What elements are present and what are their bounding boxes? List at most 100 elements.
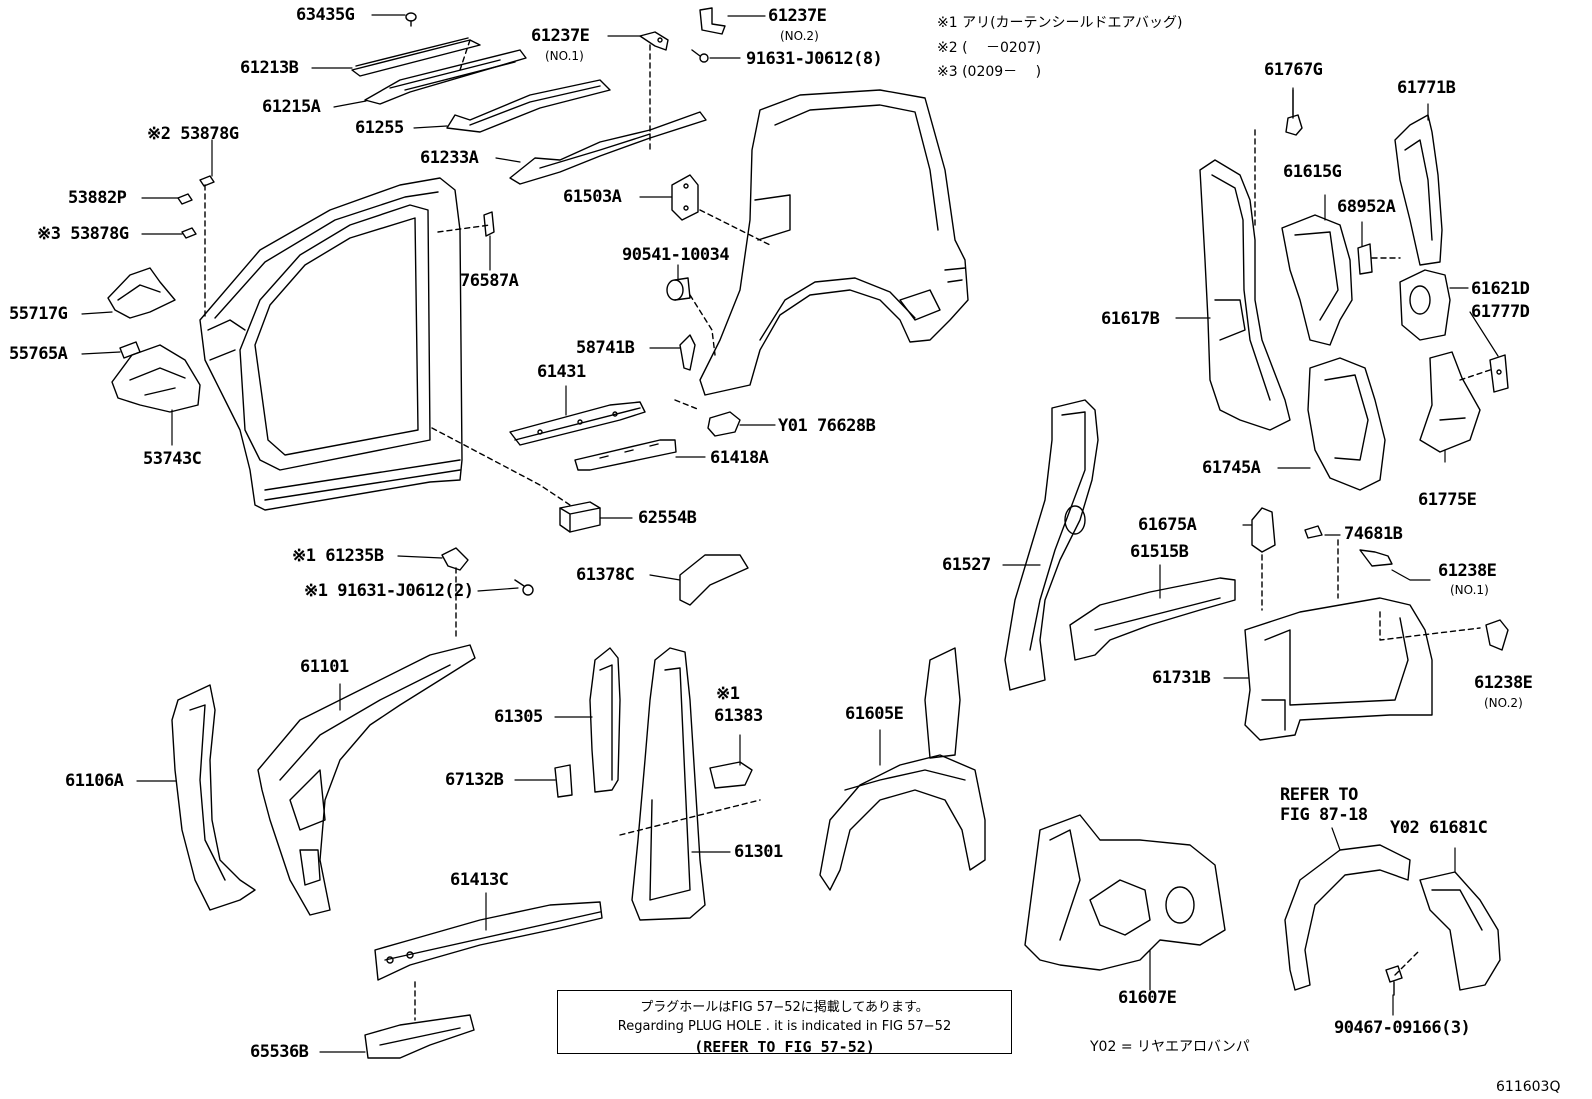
pillar-61101-part <box>257 644 476 916</box>
part-label-74681B[interactable]: 74681B <box>1344 524 1403 544</box>
rail-61413C-part <box>374 901 603 981</box>
part-sub-no2-a: (NO.2) <box>780 29 819 43</box>
part-label-61301[interactable]: 61301 <box>734 842 783 862</box>
part-label-61237E-no1[interactable]: 61237E <box>531 26 590 46</box>
part-label-61503A[interactable]: 61503A <box>563 187 622 207</box>
bracket-61238E-no1-part <box>1359 549 1393 567</box>
part-label-61605E[interactable]: 61605E <box>845 704 904 724</box>
part-sub-no2-b: (NO.2) <box>1484 696 1523 710</box>
part-label-61607E[interactable]: 61607E <box>1118 988 1177 1008</box>
part-label-61767G[interactable]: 61767G <box>1264 60 1323 80</box>
bracket-61675A-part <box>1251 507 1276 553</box>
part-label-61515B[interactable]: 61515B <box>1130 542 1189 562</box>
wheelhouse-liner-part <box>1284 844 1411 991</box>
sill-61431-part <box>509 401 646 446</box>
part-label-fig-87-18[interactable]: FIG 87-18 <box>1280 805 1368 825</box>
bracket-76628B-part <box>707 411 741 437</box>
clip-67132B-part <box>554 764 573 798</box>
clip-55765A-part <box>119 341 141 359</box>
part-label-55717G[interactable]: 55717G <box>9 304 68 324</box>
wheelhouse-61607E-part <box>1024 814 1226 971</box>
pillar-61527-part <box>1004 399 1099 691</box>
part-label-58741B[interactable]: 58741B <box>576 338 635 358</box>
bracket-61235B-part <box>441 547 469 571</box>
pad-76587A-part <box>483 211 495 237</box>
frame-61731B-part <box>1244 597 1433 741</box>
part-label-76628B[interactable]: Y01 76628B <box>778 416 876 436</box>
part-label-61305[interactable]: 61305 <box>494 707 543 727</box>
part-label-61235B[interactable]: ※1 61235B <box>292 546 384 566</box>
part-label-76587A[interactable]: 76587A <box>460 271 519 291</box>
legend-note-1: ※1 アリ(カーテンシールドエアバッグ) <box>937 15 1183 31</box>
part-label-61681C[interactable]: Y02 61681C <box>1390 818 1488 838</box>
part-label-53878G-2[interactable]: ※2 53878G <box>147 124 239 144</box>
part-label-63435G[interactable]: 63435G <box>296 5 355 25</box>
reference-line-3[interactable]: (REFER TO FIG 57-52) <box>694 1038 875 1056</box>
part-label-61237E-no2[interactable]: 61237E <box>768 6 827 26</box>
part-label-61777D[interactable]: 61777D <box>1471 302 1530 322</box>
rail-61215A-part <box>364 49 527 105</box>
part-label-61675A[interactable]: 61675A <box>1138 515 1197 535</box>
part-label-61106A[interactable]: 61106A <box>65 771 124 791</box>
part-label-61101[interactable]: 61101 <box>300 657 349 677</box>
part-sub-no1-b: (NO.1) <box>1450 583 1489 597</box>
pillar-61771B-part <box>1394 114 1443 266</box>
part-label-91631-J0612-2[interactable]: ※1 91631-J0612(2) <box>304 581 474 601</box>
part-label-61383[interactable]: 61383 <box>714 706 763 726</box>
part-label-61238E-no1[interactable]: 61238E <box>1438 561 1497 581</box>
part-label-61527[interactable]: 61527 <box>942 555 991 575</box>
legend-note-3: ※3 (0209－ ) <box>937 64 1042 80</box>
part-label-61431[interactable]: 61431 <box>537 362 586 382</box>
part-label-91631-J0612-8[interactable]: 91631-J0612(8) <box>746 49 883 69</box>
part-label-53878G-3[interactable]: ※3 53878G <box>37 224 129 244</box>
pillar-61305-part <box>589 647 621 793</box>
panel-61615G-part <box>1281 214 1353 346</box>
part-label-61215A[interactable]: 61215A <box>262 97 321 117</box>
part-label-53743C[interactable]: 53743C <box>143 449 202 469</box>
clip-90467-part <box>1385 965 1403 996</box>
part-label-61418A[interactable]: 61418A <box>710 448 769 468</box>
part-label-61745A[interactable]: 61745A <box>1202 458 1261 478</box>
part-label-61731B[interactable]: 61731B <box>1152 668 1211 688</box>
part-label-61615G[interactable]: 61615G <box>1283 162 1342 182</box>
part-label-90541-10034[interactable]: 90541-10034 <box>622 245 730 265</box>
clip-53882P-part <box>177 193 193 205</box>
part-label-61775E[interactable]: 61775E <box>1418 490 1477 510</box>
rail-61255-part <box>446 79 611 133</box>
part-label-61233A[interactable]: 61233A <box>420 148 479 168</box>
clip-74681B-part <box>1304 525 1323 539</box>
part-label-68952A[interactable]: 68952A <box>1337 197 1396 217</box>
body-side-front-part <box>199 177 463 511</box>
part-label-90467-09166-3[interactable]: 90467-09166(3) <box>1334 1018 1471 1038</box>
bolt-91631-2-part <box>514 579 534 596</box>
bracket-61237E-no1-part <box>639 31 669 51</box>
part-label-61255[interactable]: 61255 <box>355 118 404 138</box>
part-label-61771B[interactable]: 61771B <box>1397 78 1456 98</box>
bracket-55717G-part <box>107 267 176 319</box>
part-label-61617B[interactable]: 61617B <box>1101 309 1160 329</box>
clip-53878G-part <box>199 175 215 187</box>
part-label-62554B[interactable]: 62554B <box>638 508 697 528</box>
bracket-61383-part <box>709 761 753 789</box>
part-label-61378C[interactable]: 61378C <box>576 565 635 585</box>
part-label-61413C[interactable]: 61413C <box>450 870 509 890</box>
part-label-61213B[interactable]: 61213B <box>240 58 299 78</box>
part-label-67132B[interactable]: 67132B <box>445 770 504 790</box>
reference-box: プラグホールはFIG 57−52に掲載してあります。 Regarding PLU… <box>557 990 1012 1056</box>
part-label-55765A[interactable]: 55765A <box>9 344 68 364</box>
pillar-61617B-part <box>1199 159 1291 431</box>
bracket-61378C-part <box>679 554 749 606</box>
part-label-61621D[interactable]: 61621D <box>1471 279 1530 299</box>
block-62554B-part <box>559 501 601 533</box>
part-label-65536B[interactable]: 65536B <box>250 1042 309 1062</box>
rail-61515B-part <box>1069 577 1236 661</box>
mudguard-61681C-part <box>1419 871 1501 991</box>
clip-63435G-part <box>405 12 417 27</box>
part-label-61238E-no2[interactable]: 61238E <box>1474 673 1533 693</box>
rail-61213B-part <box>351 37 481 77</box>
quarter-panel-rear-part <box>699 89 969 396</box>
part-label-53882P[interactable]: 53882P <box>68 188 127 208</box>
legend-note-2: ※2 ( －0207) <box>937 40 1042 56</box>
